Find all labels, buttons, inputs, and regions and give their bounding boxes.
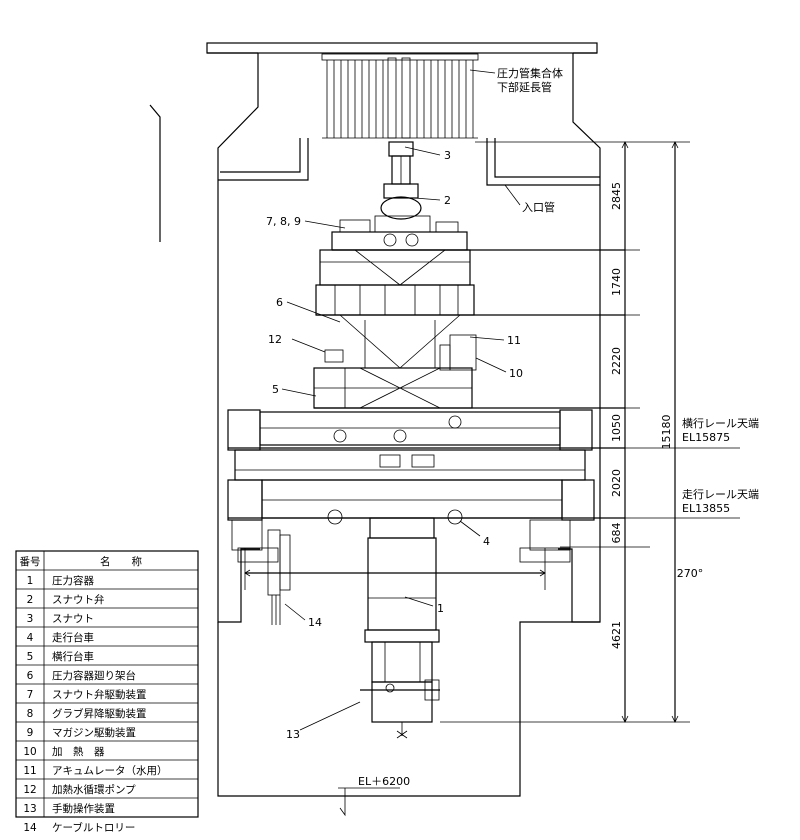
table-cell-no: 7 [27,689,34,701]
label-traverse-rail-el: EL15875 [682,431,730,444]
table-cell-name: 加 熱 器 [52,745,105,758]
callout-10: 10 [509,367,523,380]
table-cell-no: 4 [27,632,34,644]
dimension-lines [440,141,740,723]
table-cell-name: スナウト弁 [52,593,105,606]
dim-2020: 2020 [610,469,623,497]
pressure-vessel [360,517,440,739]
callout-12: 12 [268,333,282,346]
table-cell-no: 14 [23,822,37,834]
callout-1: 1 [437,602,444,615]
table-cell-no: 8 [27,708,34,720]
table-cell-name: スナウト弁駆動装置 [52,688,147,701]
dim-4621: 4621 [610,621,623,649]
dim-15180: 15180 [660,415,673,450]
label-pressure-tube-assembly: 圧力管集合体 [497,66,563,80]
running-carriage [227,409,625,563]
label-lower-extension: 下部延長管 [497,80,552,94]
label-floor-el: EL＋6200 [358,775,410,788]
table-cell-name: 圧力容器 [52,574,94,587]
callout-14: 14 [308,616,322,629]
table-cell-no: 11 [23,765,36,777]
cable-trolley [267,529,291,625]
pressure-tube-assembly [321,53,479,139]
dim-2845: 2845 [610,182,623,210]
table-cell-name: 加熱水循環ポンプ [52,783,136,796]
table-cell-no: 2 [27,594,34,606]
callout-13: 13 [286,728,300,741]
callout-7-8-9: 7, 8, 9 [266,215,301,228]
table-cell-name: マガジン駆動装置 [52,726,136,739]
table-cell-no: 10 [23,746,36,758]
inlet-pipes [218,138,600,206]
table-cell-name: 走行台車 [52,631,94,644]
table-cell-name: 圧力容器廻り架台 [52,669,136,682]
building-outline [149,42,601,797]
table-cell-no: 1 [27,575,34,587]
drive-deck [331,215,625,251]
label-running-rail-el: EL13855 [682,502,730,515]
callout-4: 4 [483,535,490,548]
table-cell-name: スナウト [52,613,94,625]
table-cell-no: 9 [27,727,34,739]
dim-1050: 1050 [610,414,623,442]
callout-2: 2 [444,194,451,207]
snout-valve [380,183,422,220]
label-running-rail: 走行レール天端 [682,488,759,501]
label-traverse-rail: 横行レール天端 [682,416,759,430]
callouts: 3 2 7, 8, 9 6 12 11 10 5 4 1 14 13 [266,146,523,741]
callout-5: 5 [272,383,279,396]
traverse-carriage [313,367,625,409]
callout-6: 6 [276,296,283,309]
table-cell-no: 3 [27,613,34,625]
table-cell-no: 13 [23,803,36,815]
callout-11: 11 [507,334,521,347]
floor-elevation-marker: EL＋6200 [338,775,410,817]
table-cell-name: 横行台車 [52,650,94,663]
table-header-name: 名 称 [100,555,142,568]
dim-1740: 1740 [610,268,623,296]
rotation-span [244,548,546,590]
callout-3: 3 [444,149,451,162]
label-inlet-pipe: 入口管 [522,200,555,214]
dim-684: 684 [610,523,623,544]
vessel-support-frame [315,249,625,371]
table-cell-no: 12 [23,784,36,796]
parts-table: 1 圧力容器 2 スナウト弁 3 スナウト 4 走行台車 5 横行台車 6 圧力容器廻り架台 7 スナウト… [15,550,199,834]
table-header-no: 番号 [20,556,41,568]
dim-2220: 2220 [610,347,623,375]
table-cell-name: アキュムレータ（水用） [52,765,168,777]
table-cell-no: 6 [27,670,34,682]
table-cell-no: 5 [27,651,34,663]
table-cell-name: グラブ昇降駆動装置 [52,707,147,720]
table-cell-name: 手動操作装置 [52,802,115,815]
dim-angle-270: 270° [677,567,704,580]
table-cell-name: ケーブルトロリー [52,821,135,834]
